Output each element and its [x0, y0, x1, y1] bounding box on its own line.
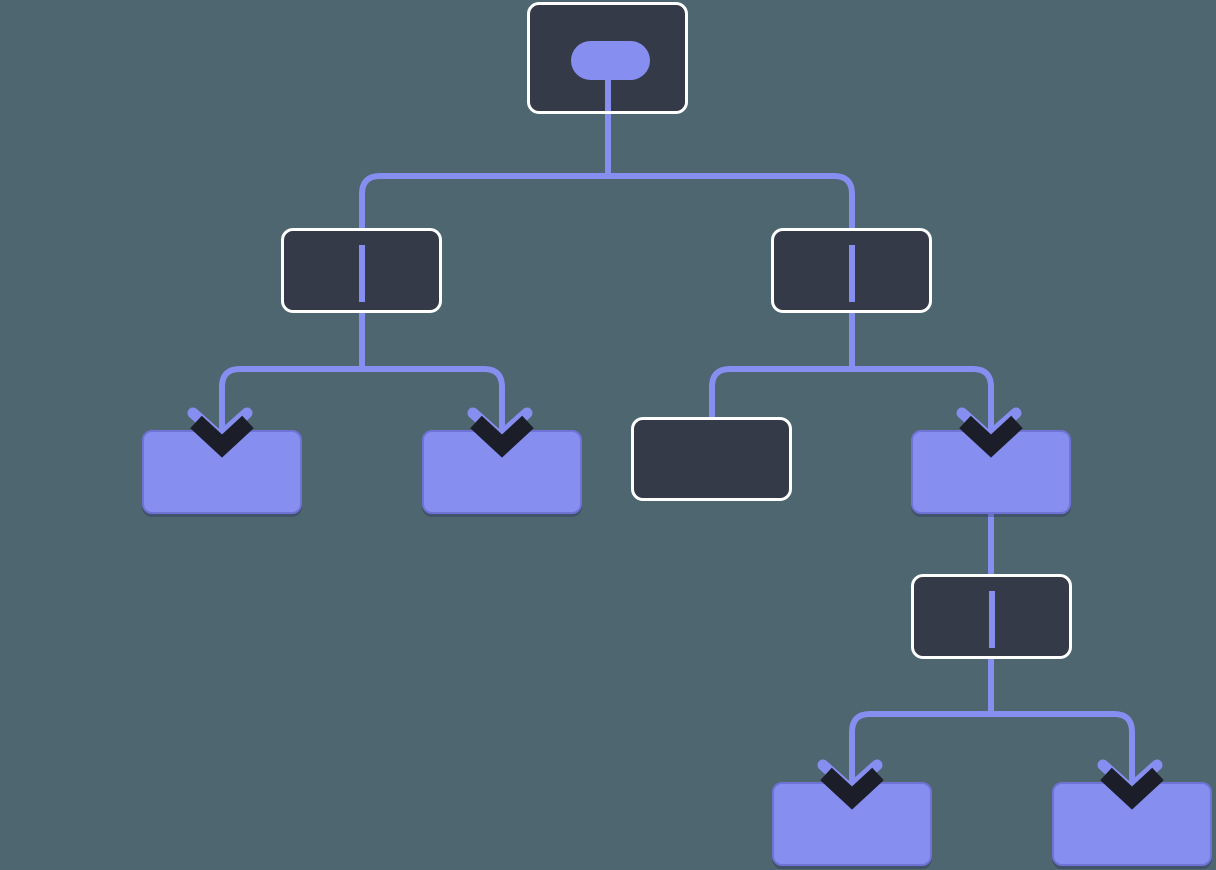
node-leaf-3[interactable] [911, 430, 1071, 514]
edge-branch-right-to-leaf-3 [852, 366, 994, 432]
edge-sub-branch-to-leaf-4 [849, 711, 991, 784]
node-root[interactable] [527, 2, 688, 114]
node-branch-left[interactable] [281, 228, 442, 313]
node-leaf-4[interactable] [772, 782, 932, 866]
node-branch-right[interactable] [771, 228, 932, 313]
node-leaf-1[interactable] [142, 430, 302, 514]
edge-branch-left-to-leaf-2 [362, 366, 505, 432]
edge-branch-right-to-empty-node [709, 366, 852, 419]
root-pill-shape [571, 41, 650, 80]
node-branch-right-line [849, 245, 855, 302]
edge-root-to-branch-left [359, 173, 608, 313]
node-sub-branch-line [989, 591, 995, 648]
edge-sub-branch-to-leaf-5 [991, 711, 1135, 784]
node-branch-left-line [359, 245, 365, 302]
node-leaf-5[interactable] [1052, 782, 1212, 866]
node-empty[interactable] [631, 417, 792, 501]
edge-branch-left-to-leaf-1 [219, 366, 362, 432]
root-pill-stem [605, 77, 611, 111]
node-leaf-2[interactable] [422, 430, 582, 514]
edge-root-to-branch-right [608, 173, 855, 313]
node-sub-branch[interactable] [911, 574, 1072, 659]
